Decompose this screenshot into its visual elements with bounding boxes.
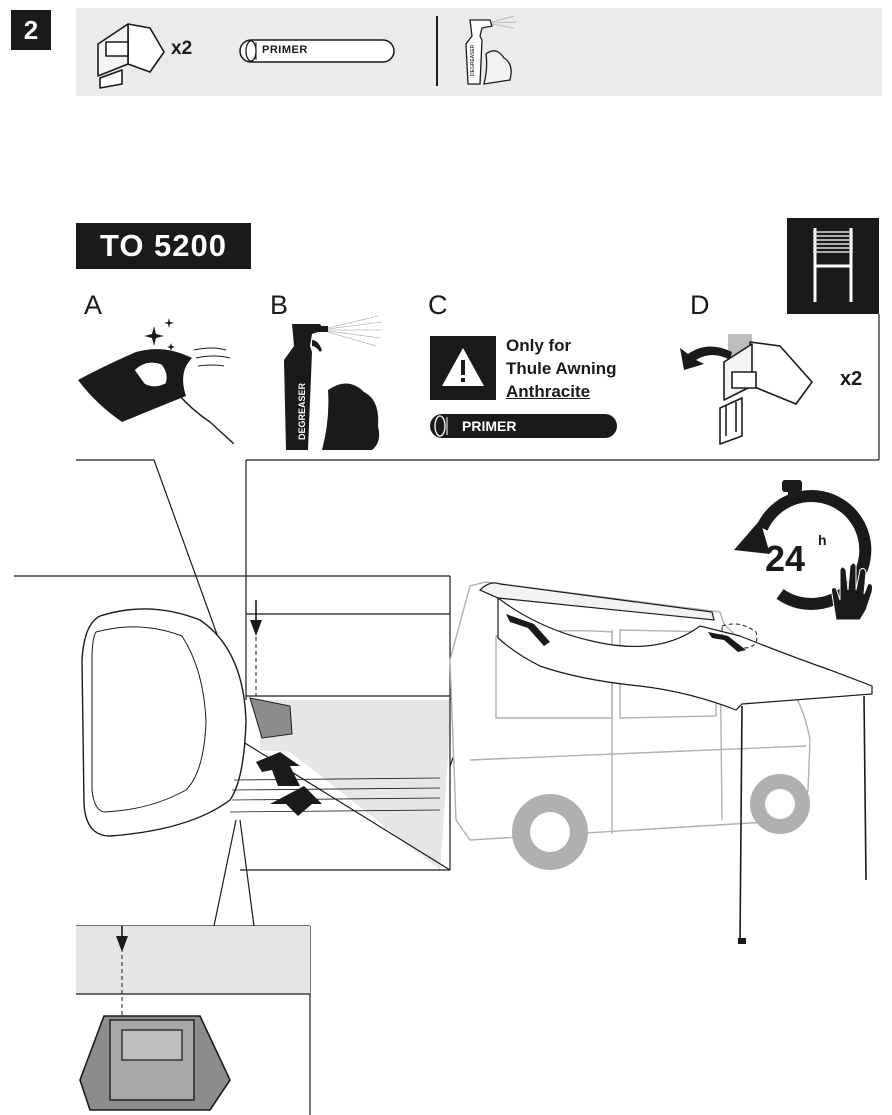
spray-bottle-icon: DEGREASER — [465, 15, 517, 85]
substep-d-letter: D — [690, 290, 710, 320]
ladder-icon — [813, 228, 853, 302]
bracket-detach-icon — [680, 334, 813, 445]
note-line-1: Only for — [506, 336, 572, 355]
parts-divider — [436, 16, 438, 86]
bracket-quantity: x2 — [171, 38, 193, 59]
wipe-cloth-icon — [78, 318, 234, 444]
cure-time-unit: h — [818, 532, 827, 548]
primer-tube-icon — [239, 39, 395, 63]
warning-icon — [430, 336, 496, 400]
primer-label-dark: PRIMER — [462, 418, 517, 434]
anthracite-note: Only for Thule Awning Anthracite — [506, 334, 617, 403]
stopwatch-icon — [734, 480, 872, 610]
substep-b-letter: B — [270, 290, 289, 320]
wall-bracket-icon — [97, 23, 165, 89]
note-line-2: Thule Awning — [506, 359, 617, 378]
substep-c-letter: C — [428, 290, 448, 320]
installation-illustration — [14, 575, 873, 1115]
primer-tube-dark: PRIMER — [430, 414, 617, 438]
hand-icon — [831, 562, 873, 621]
bracket-d-quantity: x2 — [840, 368, 863, 390]
degreaser-bottle-text: DEGREASER — [297, 382, 307, 440]
degreaser-bottle-icon: DEGREASER — [284, 316, 383, 450]
ladder-box — [787, 218, 879, 314]
cure-time-value: 24 — [765, 538, 806, 579]
substep-a-letter: A — [84, 290, 103, 320]
primer-label: PRIMER — [262, 44, 308, 56]
primer-tube-cap-icon — [434, 415, 448, 437]
step-number: 2 — [11, 10, 51, 50]
model-label: TO 5200 — [76, 223, 251, 269]
spray-bottle-text: DEGREASER — [470, 44, 476, 76]
note-line-3: Anthracite — [506, 382, 591, 401]
